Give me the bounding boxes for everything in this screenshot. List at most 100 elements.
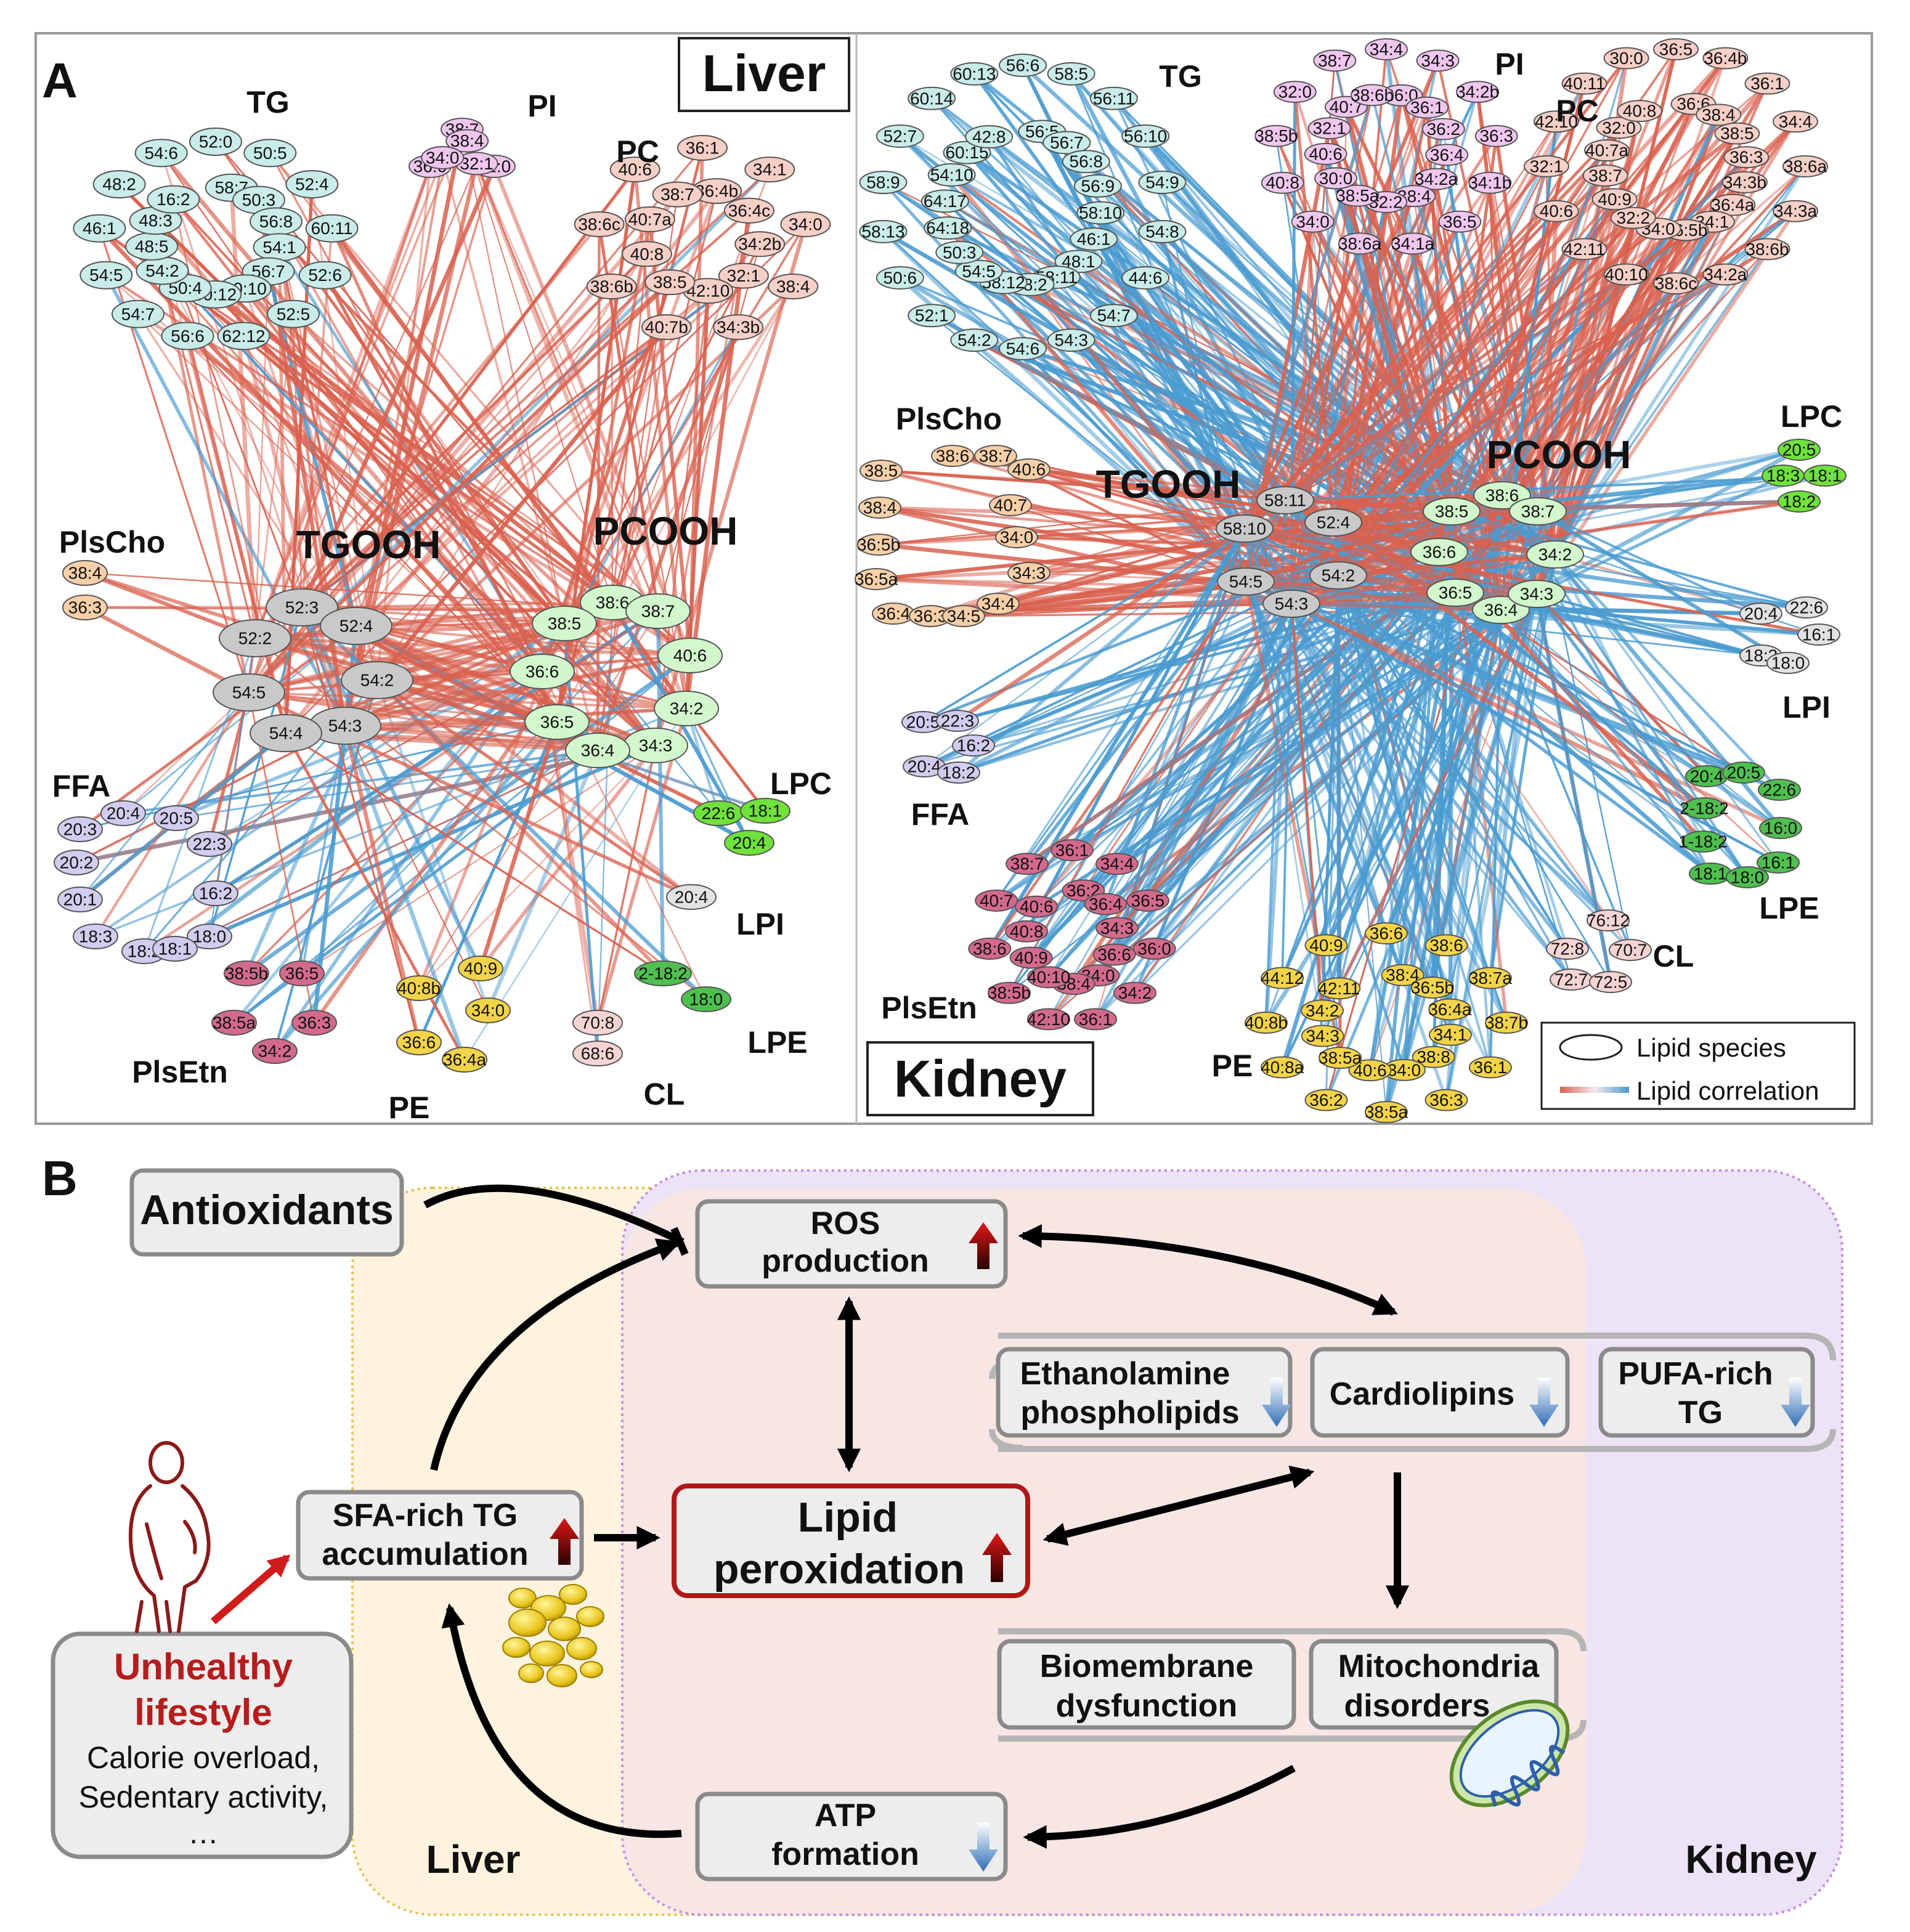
lipid-node bbox=[1007, 562, 1050, 584]
lipid-node-label: 34:3b bbox=[1723, 172, 1766, 192]
lipid-node bbox=[931, 445, 974, 467]
group-label: PC bbox=[616, 134, 659, 169]
hub-lipid-node-label: 38:5 bbox=[548, 614, 582, 633]
correlation-edge bbox=[1384, 593, 1539, 1113]
lipid-node bbox=[937, 761, 980, 784]
ethanolamine-label-2: phospholipids bbox=[1020, 1395, 1239, 1431]
lipid-node-label: 38:6a bbox=[1338, 234, 1381, 253]
lipid-node-label: 22:6 bbox=[1790, 598, 1824, 617]
correlation-edge bbox=[1338, 593, 1538, 989]
correlation-edge bbox=[376, 166, 431, 681]
lipid-node bbox=[713, 314, 764, 340]
lipid-node-label: 40:7a bbox=[628, 210, 672, 229]
lipid-node bbox=[298, 261, 352, 290]
lipid-peroxidation-label-1: Lipid bbox=[798, 1494, 898, 1541]
group-label: PlsEtn bbox=[881, 991, 977, 1025]
lipid-node bbox=[768, 274, 819, 299]
down-arrow-icon bbox=[1781, 1378, 1810, 1427]
lipid-node bbox=[1596, 116, 1642, 139]
antioxidants-label: Antioxidants bbox=[140, 1187, 394, 1233]
lipid-node bbox=[224, 960, 269, 986]
hub-lipid-node-label: 54:3 bbox=[328, 716, 362, 736]
lipid-node-label: 38:5a bbox=[1319, 1049, 1362, 1068]
correlation-edge bbox=[273, 622, 566, 1052]
correlation-edge bbox=[878, 499, 1286, 546]
lipid-node-label: 36:1 bbox=[1474, 1058, 1508, 1077]
lipid-node bbox=[1782, 155, 1828, 177]
lipid-node bbox=[1722, 761, 1765, 784]
correlation-edge bbox=[1451, 509, 1807, 609]
lipid-node bbox=[1007, 458, 1050, 481]
correlation-edge bbox=[1331, 121, 1558, 524]
lipid-node bbox=[1336, 184, 1380, 207]
lipid-node bbox=[134, 139, 188, 168]
lipid-node-label: 36:4 bbox=[1089, 895, 1123, 914]
correlation-edge bbox=[94, 606, 303, 938]
lipid-node bbox=[1533, 200, 1579, 222]
lipid-node-label: 72:8 bbox=[1551, 940, 1585, 959]
lipid-node bbox=[1759, 817, 1802, 839]
lipid-node bbox=[1546, 938, 1589, 960]
group-label: TG bbox=[246, 85, 289, 120]
legend-gradient-icon bbox=[1560, 1087, 1629, 1093]
lipid-node-label: 52:6 bbox=[308, 266, 342, 285]
lipid-node bbox=[1132, 937, 1176, 960]
correlation-edge bbox=[1245, 509, 1453, 583]
group-label: PI bbox=[527, 89, 556, 123]
lipid-node-label: 40:7b bbox=[645, 317, 688, 336]
lipid-node-label: 56:8 bbox=[1070, 152, 1103, 171]
lipid-node-label: 40:8b bbox=[397, 979, 441, 998]
lipid-node-label: 40:8 bbox=[1623, 102, 1657, 121]
group-label: CL bbox=[644, 1077, 685, 1111]
correlation-edge bbox=[284, 732, 466, 1061]
lipid-node-label: 32:0 bbox=[1278, 83, 1312, 102]
lipid-node bbox=[987, 981, 1031, 1004]
group-label: PC bbox=[1556, 94, 1598, 128]
lipid-node-label: 36:3 bbox=[1429, 1090, 1463, 1110]
correlation-edge bbox=[878, 494, 1503, 546]
lipid-node-label: 34:1a bbox=[1391, 234, 1434, 253]
hub-lipid-node bbox=[341, 661, 413, 699]
lipid-node bbox=[1410, 976, 1454, 999]
lipid-node-label: 16:2 bbox=[957, 736, 991, 755]
unhealthy-detail-2: Sedentary activity, bbox=[79, 1780, 328, 1814]
correlation-edge bbox=[1025, 527, 1246, 933]
correlation-edge bbox=[254, 129, 463, 639]
lipid-node-label: 36:1 bbox=[1079, 1010, 1113, 1029]
lipid-node bbox=[1304, 1089, 1348, 1111]
lipid-node bbox=[1412, 1045, 1455, 1068]
lipid-node-label: 38:6 bbox=[1429, 936, 1463, 955]
correlation-edge bbox=[1535, 593, 1749, 879]
lipid-node bbox=[1076, 201, 1125, 225]
lipid-node bbox=[1744, 238, 1790, 261]
lipid-node bbox=[965, 124, 1014, 148]
lipid-node-label: 22:6 bbox=[702, 804, 736, 823]
lipid-node bbox=[1365, 38, 1408, 60]
lipid-node-label: 38:8 bbox=[1416, 1047, 1450, 1066]
panel-b: B Liver Kidney Antioxidants ROS producti… bbox=[42, 1151, 1843, 1916]
lipid-node bbox=[458, 956, 503, 981]
lipid-node bbox=[780, 211, 831, 237]
lipid-node-label: 18:0 bbox=[689, 990, 723, 1009]
lipid-node bbox=[57, 887, 103, 912]
correlation-edge bbox=[922, 527, 1245, 723]
liver-title: Liver bbox=[702, 44, 826, 102]
lipid-node bbox=[396, 975, 442, 1001]
hub-lipid-node-label: 52:4 bbox=[339, 617, 373, 636]
correlation-edge bbox=[418, 611, 659, 989]
lipid-node-label: 46:1 bbox=[83, 219, 116, 238]
lipid-node-label: 42:10 bbox=[1535, 112, 1578, 131]
hub-lipid-node-label: 36:4 bbox=[581, 741, 615, 760]
lipid-node-label: 40:6 bbox=[1540, 201, 1574, 221]
lipid-node bbox=[621, 241, 672, 267]
hub-lipid-node-label: 36:6 bbox=[526, 662, 559, 681]
lipid-node-label: 38:5b bbox=[1254, 126, 1298, 145]
lipid-node bbox=[1314, 167, 1358, 190]
lipid-peroxidation-label-2: peroxidation bbox=[713, 1546, 965, 1593]
correlation-edge bbox=[301, 168, 771, 609]
correlation-edge bbox=[254, 253, 648, 639]
lipid-node bbox=[266, 299, 320, 328]
correlation-edge bbox=[301, 745, 656, 974]
group-label: LPC bbox=[770, 766, 832, 801]
lipid-node-label: 18:2 bbox=[942, 763, 976, 782]
